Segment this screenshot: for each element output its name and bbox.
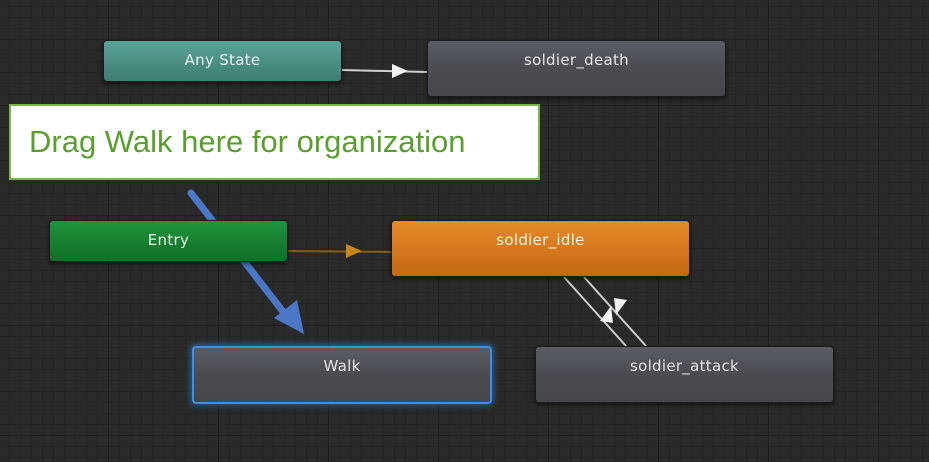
transition-arrowhead xyxy=(614,298,627,315)
state-entry[interactable]: Entry xyxy=(49,220,288,262)
state-label: Any State xyxy=(184,51,261,69)
state-label: soldier_attack xyxy=(629,357,740,375)
transition-arrowhead xyxy=(600,306,613,323)
transition-arrowhead xyxy=(346,244,362,258)
state-label: soldier_death xyxy=(524,51,629,69)
state-walk[interactable]: Walk xyxy=(192,346,492,404)
callout-text: Drag Walk here for organization xyxy=(29,124,466,159)
state-soldier-attack[interactable]: soldier_attack xyxy=(535,346,834,403)
state-label: Entry xyxy=(147,231,190,249)
instruction-arrowhead xyxy=(274,300,304,334)
transition-arrowhead xyxy=(392,64,408,78)
instruction-callout: Drag Walk here for organization xyxy=(9,104,540,180)
transition-idle-to-attack[interactable] xyxy=(563,276,627,347)
transition-entry-to-idle[interactable] xyxy=(287,250,392,253)
transition-attack-to-idle[interactable] xyxy=(583,276,647,347)
transition-any-to-death[interactable] xyxy=(341,69,428,73)
state-soldier-death[interactable]: soldier_death xyxy=(427,40,726,97)
state-soldier-idle[interactable]: soldier_idle xyxy=(391,220,690,277)
state-any-state[interactable]: Any State xyxy=(103,40,342,82)
state-label: Walk xyxy=(323,357,361,375)
state-label: soldier_idle xyxy=(496,231,585,249)
